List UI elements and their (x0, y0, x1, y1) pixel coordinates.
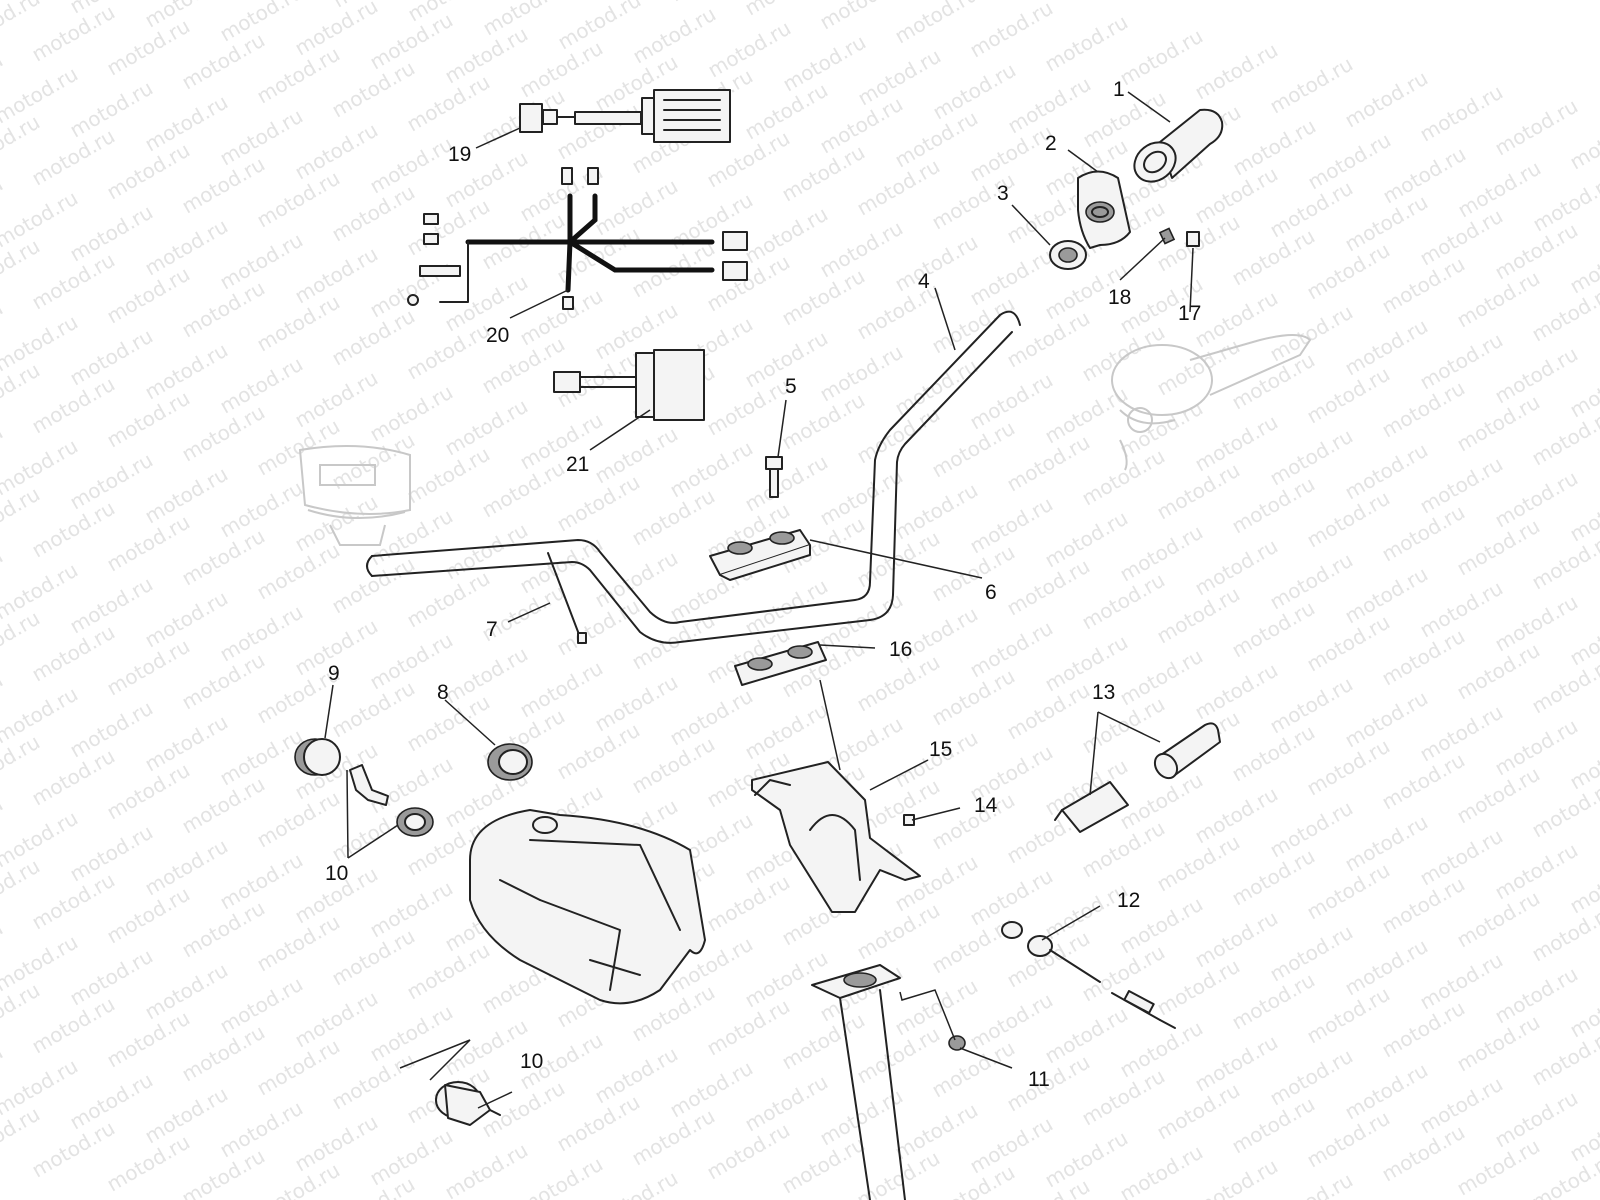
throttle-housing (1077, 170, 1131, 249)
watermark-text: motod.ru (1191, 38, 1282, 105)
hex-nut (948, 1035, 966, 1051)
callout-17: 17 (1178, 302, 1201, 325)
callout-7: 7 (486, 618, 498, 641)
watermark-text: motod.ru (1266, 52, 1357, 119)
handlebar-grip (1133, 108, 1224, 183)
handlebar-cover (469, 809, 706, 1005)
rubber-grommet (1049, 240, 1087, 270)
wiring-harness (407, 167, 748, 310)
callout-8: 8 (437, 681, 449, 704)
callout-1: 1 (1113, 78, 1125, 101)
watermark-text: motod.ru (1416, 80, 1507, 147)
cover-cap (294, 738, 341, 776)
lock-key (349, 764, 389, 806)
handlebar (366, 310, 1021, 644)
watermark-text: motod.ru (1341, 66, 1432, 133)
callout-21: 21 (566, 453, 589, 476)
callout-labels: 1 2 3 4 5 6 7 8 9 10 10 11 12 13 14 15 1… (325, 78, 1201, 1091)
callout-3: 3 (997, 182, 1009, 205)
callout-6: 6 (985, 581, 997, 604)
callout-13: 13 (1092, 681, 1115, 704)
callout-14: 14 (974, 794, 998, 817)
callout-10-lower: 10 (520, 1050, 543, 1073)
watermark-text: motod.ru (1041, 10, 1132, 77)
watermark-text: motod.ru (1116, 24, 1207, 91)
sensor-pad-with-connector (519, 89, 731, 143)
callout-20: 20 (486, 324, 509, 347)
speedometer-cable (1001, 921, 1176, 1029)
callout-10-upper: 10 (325, 862, 348, 885)
ghost-instrument-part (298, 445, 411, 546)
callout-18: 18 (1108, 286, 1131, 309)
lower-handlebar-clamp (734, 641, 827, 686)
callout-19: 19 (448, 143, 471, 166)
relay-module (553, 349, 705, 421)
ghost-brake-lever-assembly (1111, 334, 1312, 471)
ignition-switch (435, 1081, 501, 1126)
watermark-text: motod.ru (1491, 94, 1582, 161)
handlebar-end-weight (1054, 722, 1221, 833)
lock-ring (396, 807, 434, 837)
steering-column (811, 679, 906, 1200)
cable-tie (547, 552, 587, 644)
callout-4: 4 (918, 270, 930, 293)
bezel-ring (487, 743, 533, 781)
leader-lines (324, 91, 1194, 1109)
clamp-bolt (765, 456, 783, 498)
upper-handlebar-clamp (709, 529, 811, 581)
callout-2: 2 (1045, 132, 1057, 155)
callout-9: 9 (328, 662, 340, 685)
watermark-text: motod.ru (441, 1138, 532, 1200)
watermark-text: motod.ru (1116, 1140, 1207, 1200)
callout-11: 11 (1028, 1068, 1050, 1091)
callout-12: 12 (1117, 889, 1140, 912)
callout-15: 15 (929, 738, 952, 761)
callout-5: 5 (785, 375, 797, 398)
small-nut (1186, 231, 1200, 247)
mounting-bracket (751, 761, 921, 913)
callout-16: 16 (889, 638, 912, 661)
